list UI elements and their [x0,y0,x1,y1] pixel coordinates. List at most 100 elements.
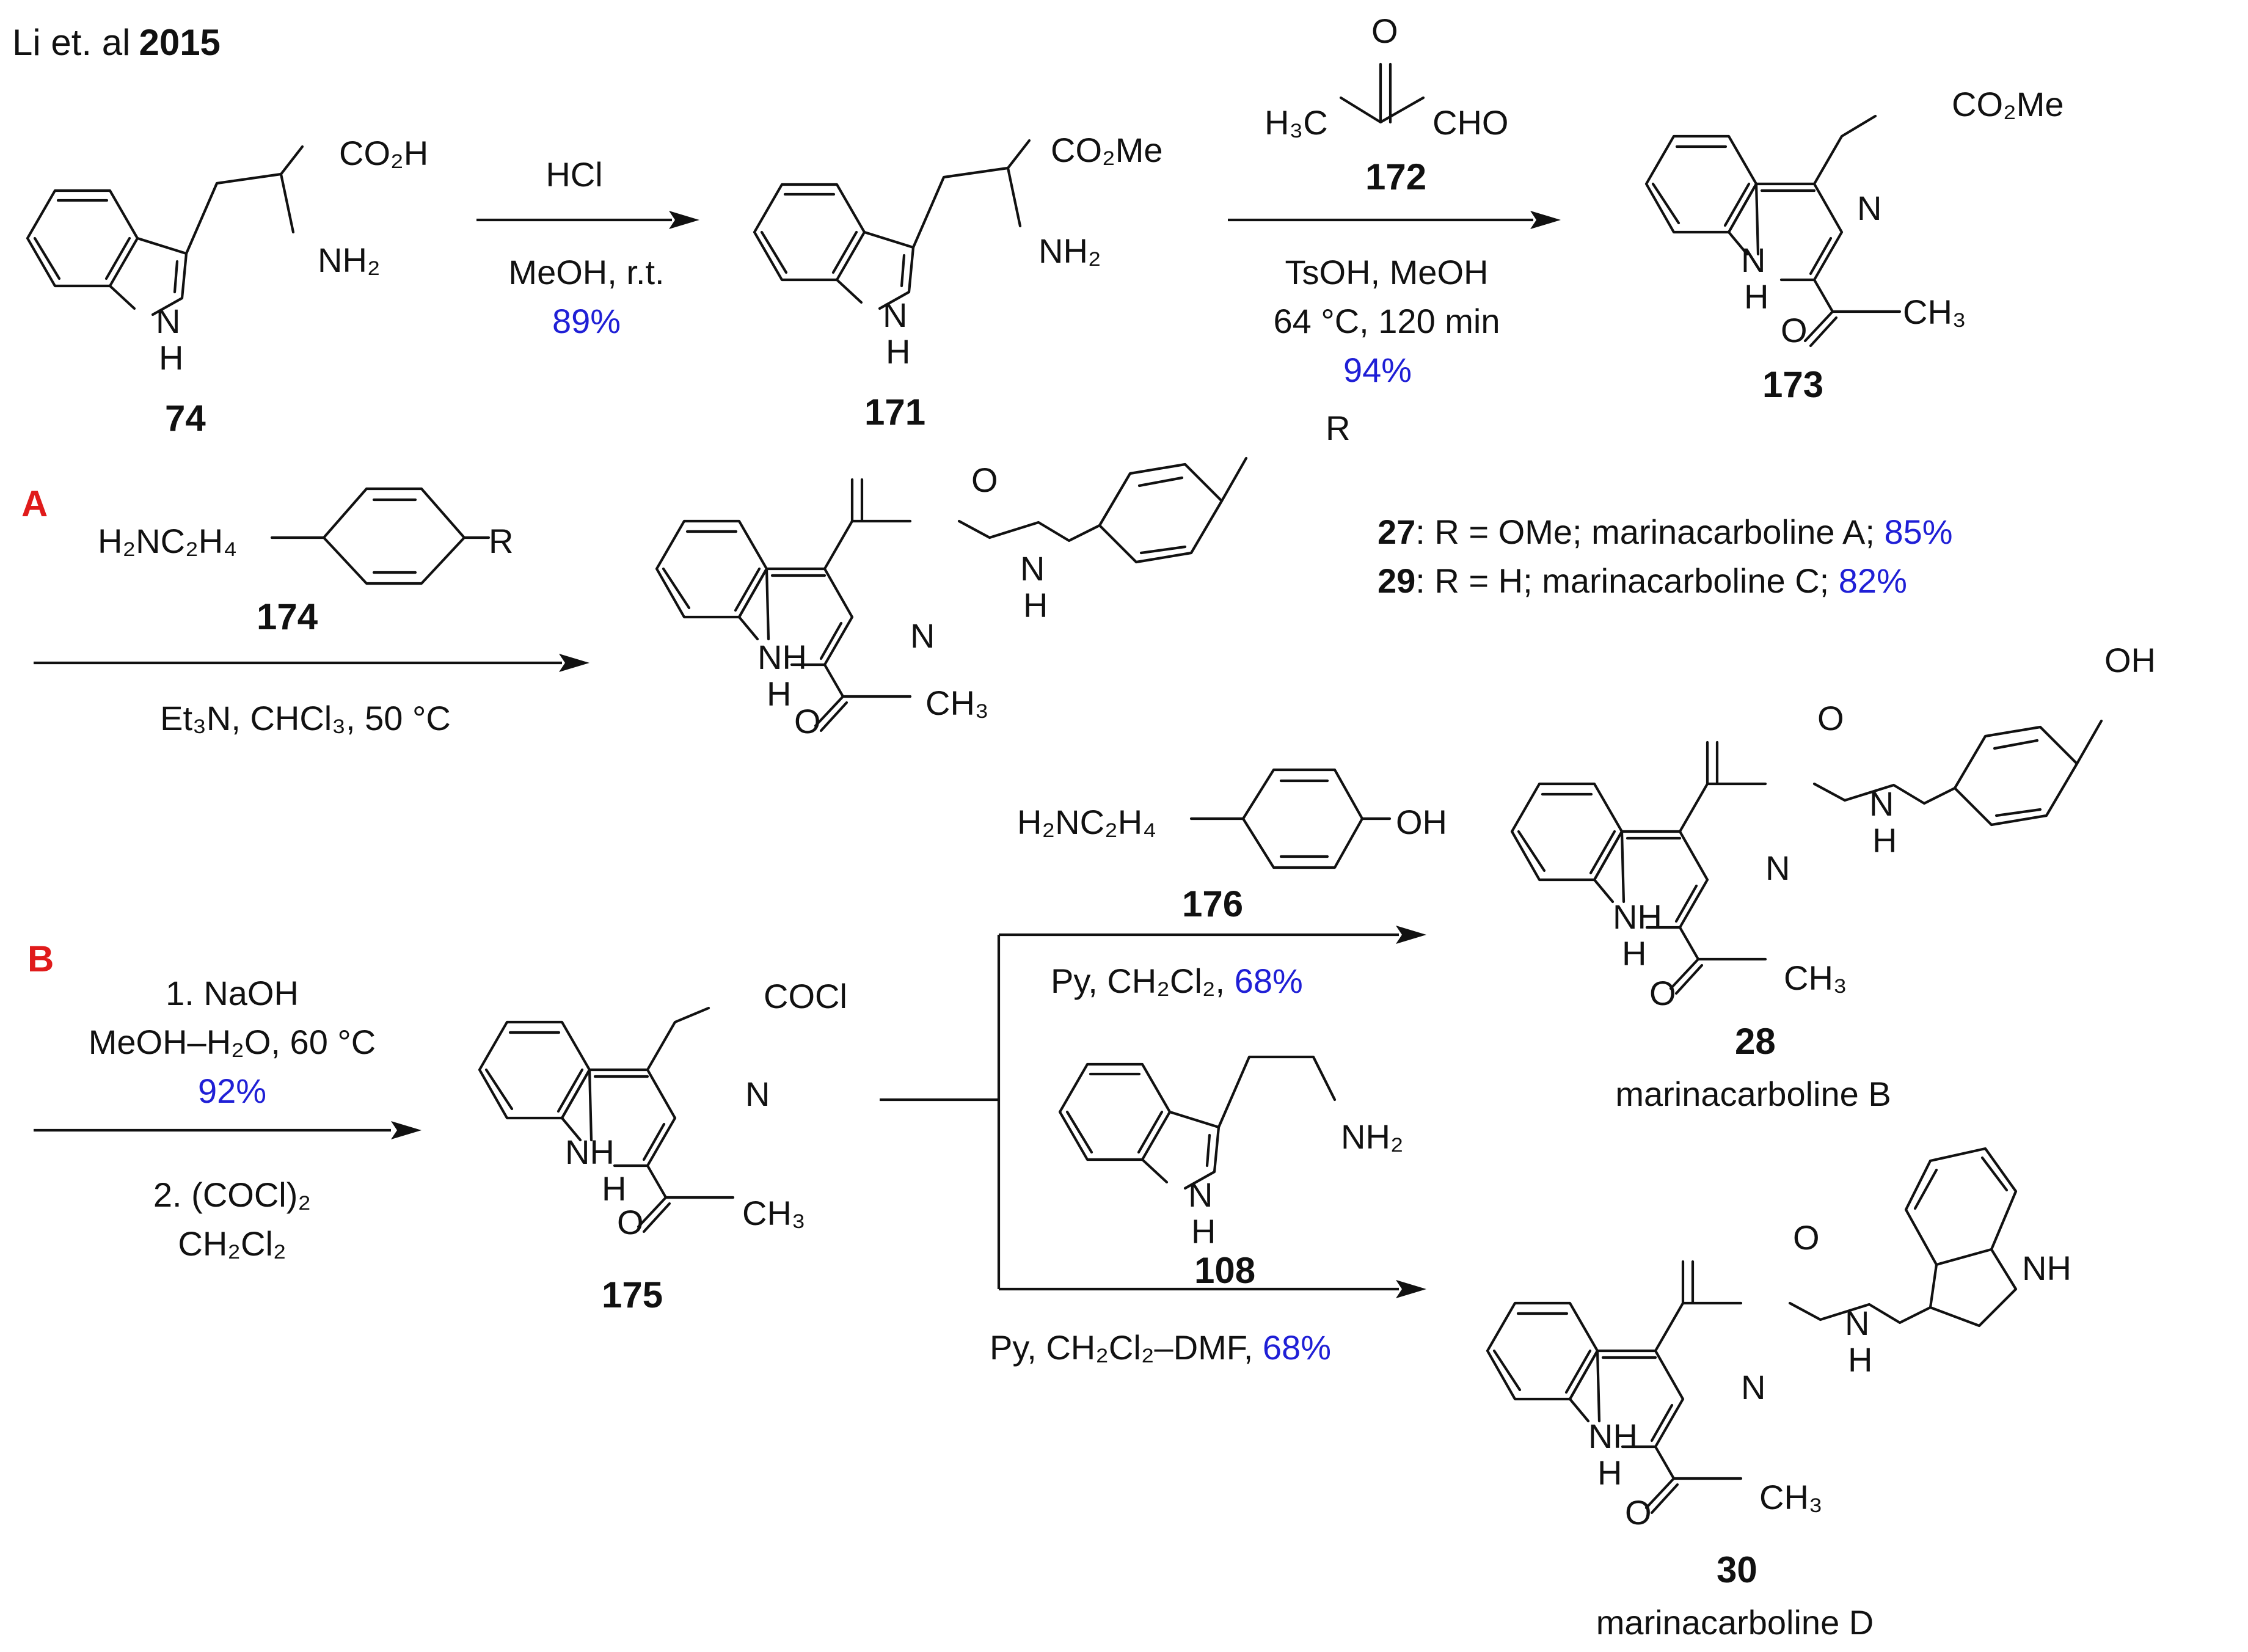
step1-arrowhead [669,211,699,229]
n-label-pyridine-27: N [910,616,935,655]
nh2-label-171: NH₂ [1038,232,1101,270]
result-27: 27: R = OMe; marinacarboline A; 85% [1378,513,1953,551]
route-b-step2: 2. (COCl)₂ [153,1175,311,1214]
route-b-step1-yield: 92% [198,1072,266,1110]
compound-28-structure [1512,719,2103,993]
step1-conditions: MeOH, r.t. [508,253,664,291]
result-29: 29: R = H; marinacarboline C; 82% [1378,561,1907,600]
compound-28-name: marinacarboline B [1615,1075,1891,1113]
oh-label-176: OH [1396,803,1447,841]
ch3-label-30: CH₃ [1759,1478,1823,1516]
n-label-171: N [883,296,907,334]
citation-year: 2015 [139,22,220,63]
n-label-175: N [745,1075,770,1113]
h-label-amide-30: H [1848,1340,1872,1379]
n-label-pyridine-28: N [1765,849,1790,887]
branch2-yield: 68% [1263,1328,1331,1367]
cocl-label-175: COCl [764,977,847,1015]
ch3-label-175: CH₃ [742,1194,806,1232]
o-label-30: O [1793,1218,1820,1257]
nh-label: N [156,302,180,340]
r-label-174: R [489,522,513,560]
step1-yield: 89% [552,302,621,340]
compound-74-structure [27,145,304,315]
compound-173-structure [1646,114,1900,346]
n-label-indole-27: NH [757,638,807,676]
compound-108-label: 108 [1194,1250,1255,1291]
nh-label-175: NH [565,1133,615,1171]
h-label-175: H [602,1169,626,1208]
branch1-conditions: Py, CH₂Cl₂, 68% [1051,962,1303,1000]
compound-175-structure [480,1006,733,1232]
branch1-conditions-text: Py, CH₂Cl₂, [1051,962,1235,1000]
co2me-label-171: CO₂Me [1051,131,1163,169]
h-label-108: H [1191,1212,1216,1251]
compound-74-label: 74 [165,398,206,439]
h-label: H [159,338,183,377]
o-label-27: O [971,461,998,499]
co2h-label: CO₂H [339,134,428,172]
o-label-173: O [1781,311,1808,349]
compound-171-label: 171 [864,392,925,433]
step2-conditions2: 64 °C, 120 min [1273,302,1500,340]
branch2-conditions-text: Py, CH₂Cl₂–DMF, [990,1328,1263,1367]
n-label-indole-30: NH [1588,1417,1638,1455]
nh2-label-108: NH₂ [1341,1117,1404,1156]
branch-connector [880,935,1001,1289]
result-29-yield: 82% [1839,561,1907,600]
h-label-171: H [886,332,910,371]
o-label-28: O [1817,699,1844,737]
compound-108-structure [1060,1055,1337,1188]
compound-174-label: 174 [257,596,318,637]
n-label-108: N [1188,1175,1213,1214]
n-label-173: N [1857,189,1881,227]
amine-174-prefix: H₂NC₂H₄ [98,522,237,560]
compound-171-structure [754,139,1031,309]
compound-174-ring [270,487,491,585]
compound-176-ring [1189,768,1392,869]
o-label-acetyl-27: O [794,702,821,740]
result-27-yield: 85% [1885,513,1953,551]
h3c-label-172: H₃C [1264,103,1328,142]
n-label-indole-28: NH [1613,897,1662,936]
ch3-label-173: CH₃ [1903,293,1966,331]
compound-28-label: 28 [1735,1021,1776,1062]
route-b-step1: 1. NaOH [166,974,299,1012]
compound-30-name: marinacarboline D [1596,1603,1874,1642]
branch2-conditions: Py, CH₂Cl₂–DMF, 68% [990,1328,1331,1367]
r-label-27: R [1326,409,1350,447]
result-29-id: 29 [1378,561,1415,600]
h-label-173: H [1744,277,1768,316]
co2me-label-173: CO₂Me [1952,85,2064,123]
nh2-label: NH₂ [318,241,381,279]
result-27-text: : R = OMe; marinacarboline A; [1415,513,1884,551]
result-27-id: 27 [1378,513,1415,551]
o-label-acetyl-28: O [1649,974,1676,1012]
n-label-amide-30: N [1845,1304,1869,1342]
branch1-arrowhead [1396,926,1426,944]
h-label-amide-27: H [1023,586,1048,624]
ch3-label-27: CH₃ [925,684,989,722]
h-label-amide-28: H [1872,821,1897,860]
compound-172-structure [1339,62,1425,124]
amine-176-prefix: H₂NC₂H₄ [1017,803,1156,841]
route-a-label: A [21,483,48,524]
compound-173-label: 173 [1762,364,1823,405]
result-29-text: : R = H; marinacarboline C; [1415,561,1838,600]
compound-30-structure [1487,1147,2018,1513]
h-label-indole-30: H [1597,1453,1622,1492]
citation-author: Li et. al [12,22,130,63]
h-label-indole-28: H [1622,934,1646,973]
n-label-amide-27: N [1020,549,1045,588]
ch3-label-28: CH₃ [1784,959,1847,997]
branch1-yield: 68% [1235,962,1303,1000]
compound-176-label: 176 [1182,883,1243,924]
step1-reagent: HCl [546,155,602,194]
step2-yield: 94% [1343,351,1412,389]
n-label-amide-28: N [1869,784,1894,823]
oh-label-28: OH [2104,641,2156,679]
route-b-step2-solvent: CH₂Cl₂ [178,1224,286,1263]
h-label-indole-27: H [767,674,791,713]
nh-label-173: N [1741,241,1765,279]
